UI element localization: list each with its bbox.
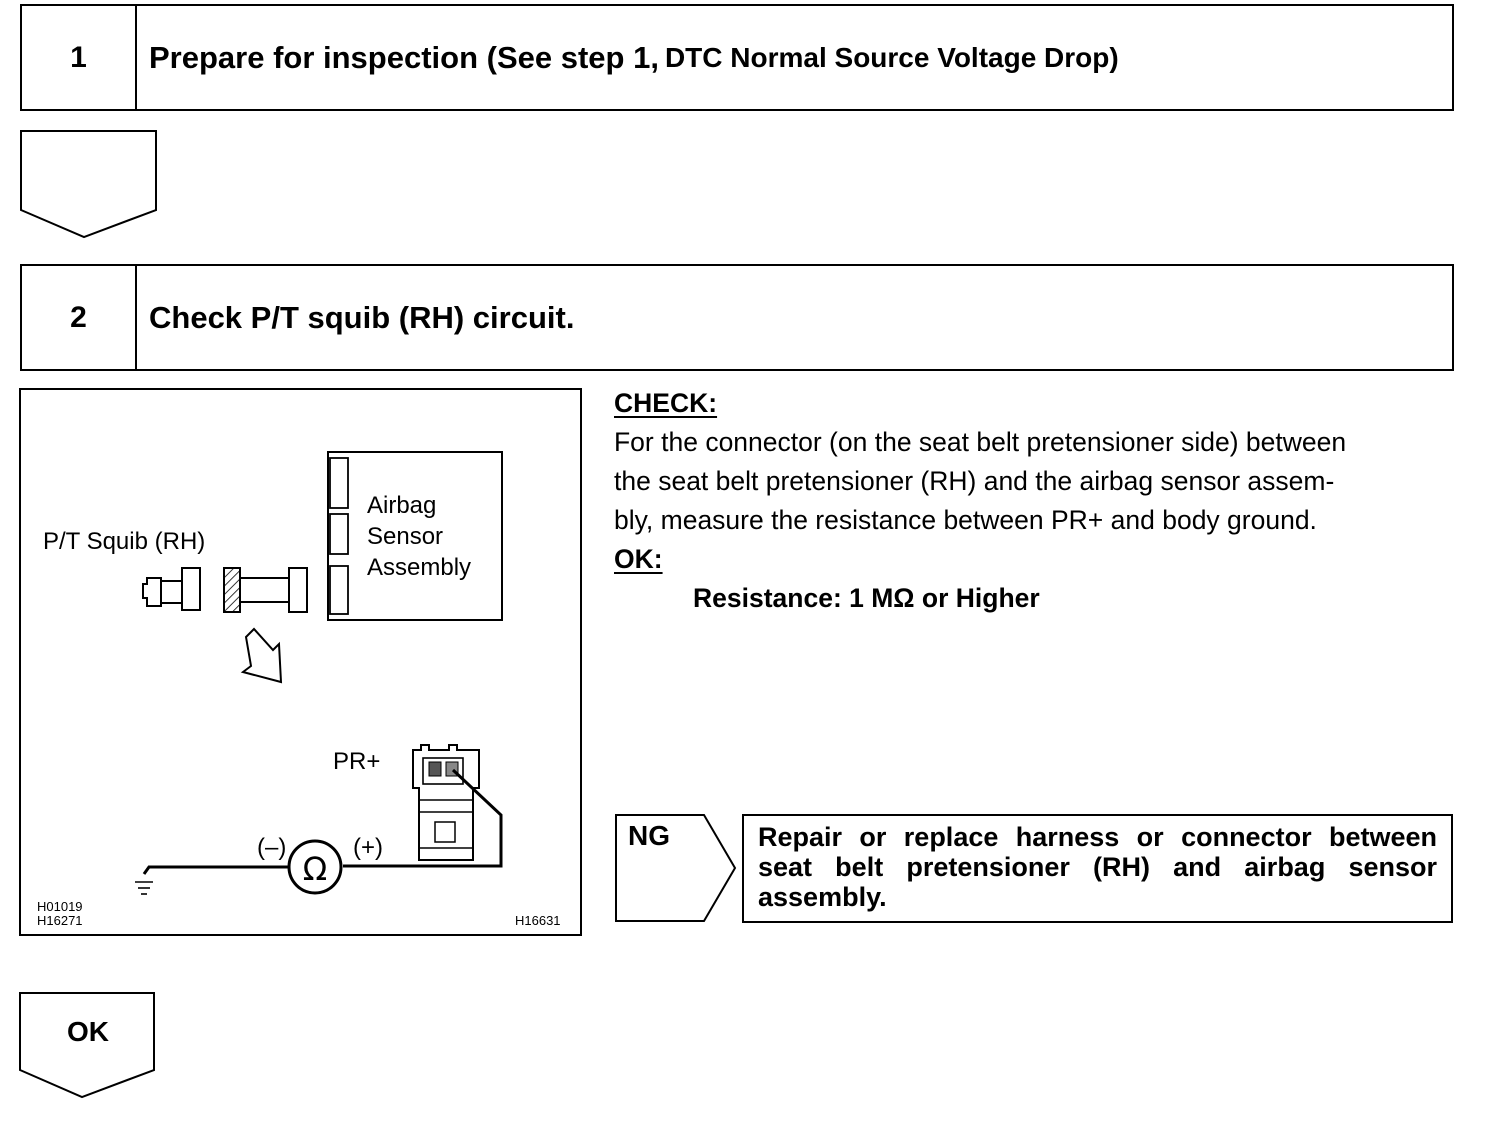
step-2-number: 2 <box>22 266 137 369</box>
sensor-label-line-2: Sensor <box>367 523 444 550</box>
step-1-number: 1 <box>22 6 137 109</box>
step-2-title: Check P/T squib (RH) circuit. <box>149 266 574 369</box>
check-section: CHECK: For the connector (on the seat be… <box>614 384 1459 618</box>
check-heading: CHECK: <box>614 388 718 418</box>
ok-arrow-shape <box>19 992 155 1099</box>
check-line-3: bly, measure the resistance between PR+ … <box>614 505 1317 535</box>
wiring-illustration: Ω <box>135 451 503 895</box>
ground-icon <box>135 881 153 895</box>
resistance-spec: Resistance: 1 MΩ or Higher <box>693 583 1040 613</box>
figure-code-3: H16631 <box>515 913 561 928</box>
minus-label: (–) <box>257 834 287 861</box>
step-1-title: Prepare for inspection (See step 1, DTC … <box>149 6 1119 109</box>
squib-connector <box>142 567 308 613</box>
step-1-title-ref: DTC Normal Source Voltage Drop) <box>664 41 1119 73</box>
pr-plus-connector <box>412 744 480 861</box>
ng-arrow-shape <box>615 814 737 922</box>
squib-label: P/T Squib (RH) <box>43 528 206 555</box>
check-line-1: For the connector (on the seat belt pret… <box>614 427 1347 457</box>
step-2-header: 2 Check P/T squib (RH) circuit. <box>20 264 1454 371</box>
flow-arrow-1-2 <box>20 130 157 239</box>
terminal-label: PR+ <box>333 748 381 775</box>
ok-heading: OK: <box>614 544 663 574</box>
ok-label: OK <box>67 1016 109 1047</box>
inspection-figure: Ω P/T Squib (RH) Airbag Sensor Assembly … <box>19 388 582 936</box>
step-2-title-main: Check P/T squib (RH) circuit. <box>149 299 575 335</box>
negative-lead <box>142 865 289 875</box>
figure-code-2: H16271 <box>37 913 83 928</box>
ohmmeter-icon: Ω <box>287 839 343 895</box>
step-1-header: 1 Prepare for inspection (See step 1, DT… <box>20 4 1454 111</box>
sensor-label-line-1: Airbag <box>367 492 437 519</box>
ng-action-box: Repair or replace harness or connector b… <box>742 814 1453 923</box>
ng-label: NG <box>628 820 670 851</box>
sensor-label-line-3: Assembly <box>367 554 472 581</box>
airbag-sensor-assembly <box>327 451 503 621</box>
ng-action-text: Repair or replace harness or connector b… <box>758 822 1437 912</box>
check-line-2: the seat belt pretensioner (RH) and the … <box>614 466 1335 496</box>
disconnect-arrow-icon <box>240 627 283 684</box>
figure-code-1: H01019 <box>37 899 83 914</box>
positive-lead <box>343 768 503 868</box>
step-1-title-main: Prepare for inspection (See step 1, <box>149 39 659 75</box>
svg-text:Ω: Ω <box>303 850 327 888</box>
plus-label: (+) <box>353 834 383 861</box>
